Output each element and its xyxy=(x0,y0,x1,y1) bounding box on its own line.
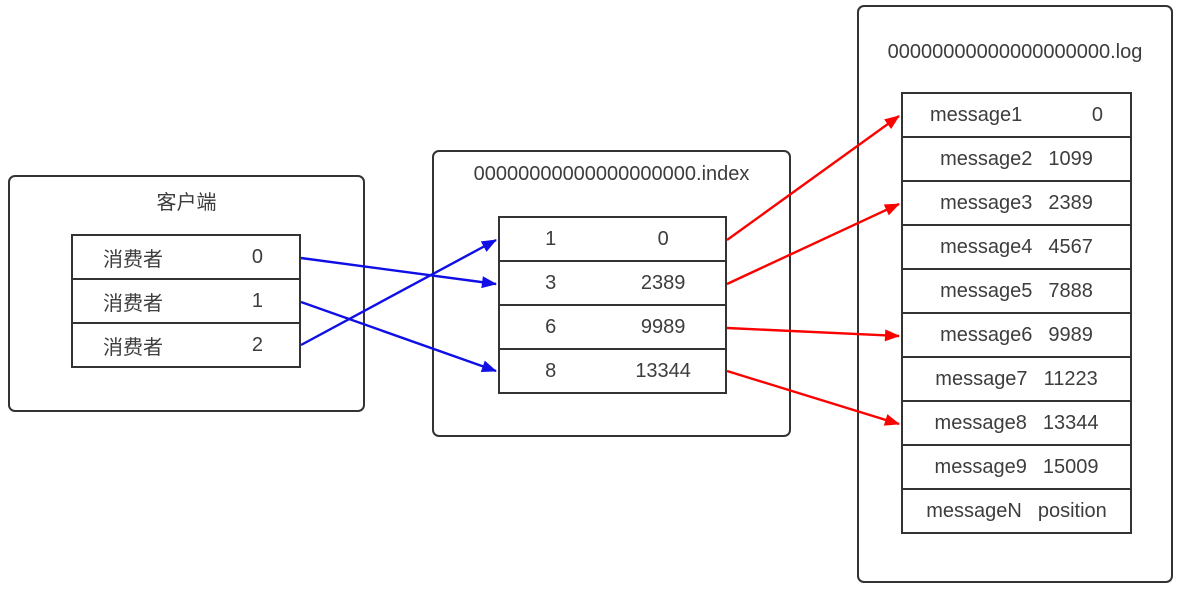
index-entry-offset: 6 xyxy=(545,315,557,338)
log-message-name: messageN xyxy=(926,499,1022,522)
index-entry-offset: 3 xyxy=(545,271,557,294)
index-entry-row: 6 9989 xyxy=(500,306,725,350)
log-file-title: 00000000000000000000.log xyxy=(887,41,1143,63)
index-entry-position: 2389 xyxy=(640,271,686,294)
log-message-position: position xyxy=(1037,499,1107,522)
consumer-row: 消费者 0 xyxy=(73,236,299,280)
index-entry-offset: 8 xyxy=(545,359,557,382)
index-entry-row: 8 13344 xyxy=(500,350,725,392)
client-box-title: 客户端 xyxy=(156,192,217,214)
log-message-row: message9 15009 xyxy=(903,446,1130,490)
consumer-id: 2 xyxy=(251,333,263,356)
log-message-position: 15009 xyxy=(1042,455,1099,478)
log-message-row: message8 13344 xyxy=(903,402,1130,446)
consumer-table: 消费者 0 消费者 1 消费者 2 xyxy=(71,234,301,368)
log-message-name: message6 xyxy=(940,323,1033,346)
log-message-name: message4 xyxy=(940,235,1033,258)
log-message-position: 4567 xyxy=(1048,235,1093,258)
log-message-row: message2 1099 xyxy=(903,138,1130,182)
log-message-name: message7 xyxy=(935,367,1028,390)
log-message-name: message9 xyxy=(934,455,1027,478)
log-message-row: message4 4567 xyxy=(903,226,1130,270)
consumer-label: 消费者 xyxy=(103,292,163,315)
log-message-position: 0 xyxy=(1091,103,1103,126)
log-message-position: 2389 xyxy=(1048,191,1093,214)
log-message-row: message1 0 xyxy=(903,94,1130,138)
consumer-label: 消费者 xyxy=(103,336,163,359)
consumer-row: 消费者 2 xyxy=(73,324,299,366)
index-file-title: 00000000000000000000.index xyxy=(473,163,750,185)
log-message-name: message8 xyxy=(934,411,1027,434)
index-entry-position: 9989 xyxy=(640,315,686,338)
log-message-row: message3 2389 xyxy=(903,182,1130,226)
index-entry-row: 3 2389 xyxy=(500,262,725,306)
index-entry-position: 0 xyxy=(657,227,669,250)
log-message-row: messageN position xyxy=(903,490,1130,532)
log-message-name: message1 xyxy=(930,103,1023,126)
log-message-position: 1099 xyxy=(1048,147,1093,170)
log-message-name: message3 xyxy=(940,191,1033,214)
log-message-name: message5 xyxy=(940,279,1033,302)
log-message-position: 9989 xyxy=(1048,323,1093,346)
log-message-row: message5 7888 xyxy=(903,270,1130,314)
log-message-position: 13344 xyxy=(1042,411,1099,434)
consumer-id: 0 xyxy=(251,245,263,268)
log-message-row: message6 9989 xyxy=(903,314,1130,358)
consumer-label: 消费者 xyxy=(103,248,163,271)
log-message-name: message2 xyxy=(940,147,1033,170)
index-entry-offset: 1 xyxy=(545,227,557,250)
consumer-id: 1 xyxy=(251,289,263,312)
log-message-position: 7888 xyxy=(1048,279,1093,302)
log-message-position: 11223 xyxy=(1043,367,1098,390)
index-entry-position: 13344 xyxy=(635,359,691,382)
consumer-row: 消费者 1 xyxy=(73,280,299,324)
log-message-row: message7 11223 xyxy=(903,358,1130,402)
